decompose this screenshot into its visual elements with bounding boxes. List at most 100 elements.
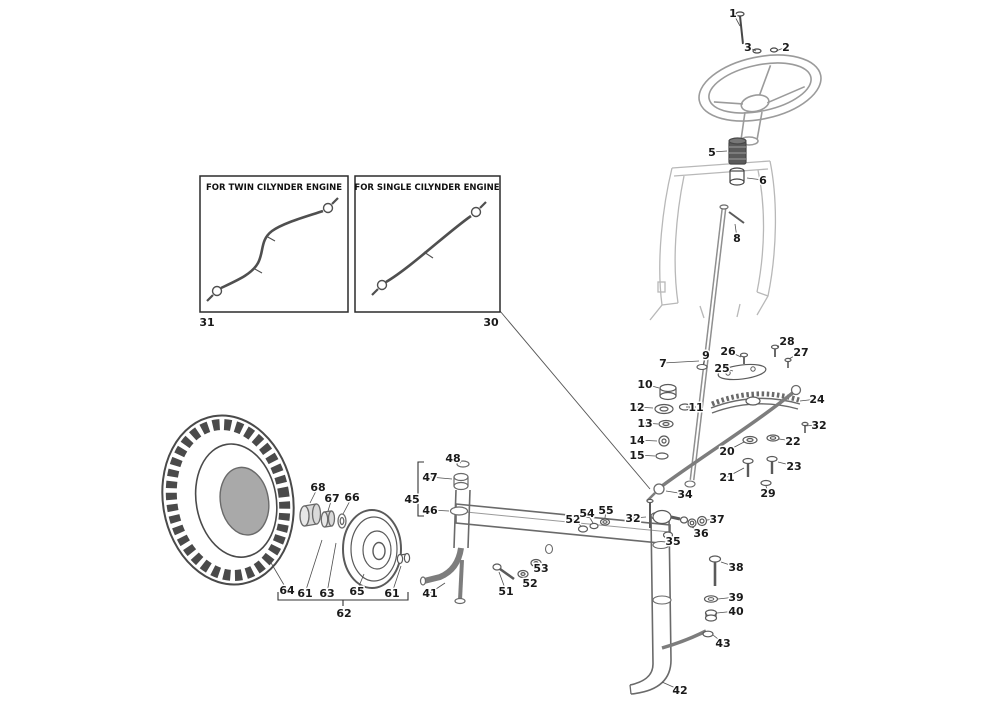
leader-line <box>702 354 707 366</box>
part-number-label: 7 <box>659 357 667 370</box>
inset-twin-part-number: 31 <box>199 316 214 329</box>
part-number-label: 5 <box>708 146 716 159</box>
leader-line <box>717 596 737 600</box>
part-number-label: 61 <box>297 587 312 600</box>
leader-line <box>636 439 658 442</box>
part-number-label: 43 <box>715 637 730 650</box>
leader-line <box>309 486 319 504</box>
part-number-label: 64 <box>279 584 295 597</box>
leader-line <box>326 542 337 594</box>
leader-line <box>304 539 323 594</box>
part-number-label: 52 <box>565 513 580 526</box>
part-number-label: 12 <box>629 401 644 414</box>
leader-line <box>342 496 353 515</box>
part-number-label: 15 <box>629 449 644 462</box>
part-number-label: 42 <box>672 684 687 697</box>
leader-line <box>721 367 734 372</box>
leader-line <box>775 46 787 52</box>
part-number-label: 41 <box>422 587 437 600</box>
part-number-label: 68 <box>310 481 325 494</box>
leader-line <box>776 340 788 348</box>
leader-line <box>746 177 764 181</box>
part-number-label: 55 <box>598 504 613 517</box>
column-washers-drawing <box>654 383 692 460</box>
part-number-label: 21 <box>719 471 734 484</box>
leader-line <box>765 485 769 494</box>
inset-twin-title: FOR TWIN CILYNDER ENGINE <box>206 183 342 193</box>
leader-line <box>604 509 607 519</box>
part-number-label: 6 <box>759 174 767 187</box>
part-number-label: 45 <box>404 493 419 506</box>
part-number-label: 67 <box>324 492 339 505</box>
part-number-label: 26 <box>720 345 736 358</box>
leader-line <box>498 571 507 592</box>
inset-box-twin: FOR TWIN CILYNDER ENGINE 31 <box>198 175 349 331</box>
part-number-label: 39 <box>728 591 743 604</box>
part-number-label: 32 <box>625 512 640 525</box>
leader-line <box>452 457 462 464</box>
part-number-label: 3 <box>744 41 752 54</box>
steering-shaft-drawing <box>684 204 745 488</box>
leader-line <box>803 424 820 427</box>
wheel-rim-drawing <box>342 509 411 589</box>
part-number-label: 13 <box>637 417 652 430</box>
leader-line <box>665 490 686 495</box>
leader-line <box>732 12 741 27</box>
part-number-label: 25 <box>714 362 729 375</box>
part-number-label: 2 <box>782 41 790 54</box>
leader-line <box>327 497 333 512</box>
leader-line <box>691 526 702 534</box>
part-number-label: 35 <box>665 535 680 548</box>
leader-line <box>632 516 647 519</box>
part-number-label: 23 <box>786 460 801 473</box>
part-number-label: 24 <box>809 393 825 406</box>
part-number-label: 34 <box>677 488 693 501</box>
part-number-label: 32 <box>811 419 826 432</box>
leader-line <box>644 383 660 389</box>
leader-line <box>799 398 818 402</box>
part-number-label: 20 <box>719 445 735 458</box>
part-number-label: 14 <box>629 434 645 447</box>
leader-line <box>711 150 728 153</box>
leader-line <box>712 634 724 644</box>
part-number-label: 63 <box>319 587 334 600</box>
part-number-label: 40 <box>728 605 744 618</box>
part-number-label: 47 <box>422 471 437 484</box>
part-number-label: 48 <box>445 452 460 465</box>
twin-rod-drawing <box>206 197 339 302</box>
leader-line <box>720 561 737 568</box>
inset-single-part-number: 30 <box>483 316 499 329</box>
part-number-label: 8 <box>733 232 741 245</box>
leader-line <box>662 360 700 364</box>
leader-line <box>523 576 531 584</box>
tie-rod-end-drawing <box>646 498 708 539</box>
leader-line <box>726 467 745 478</box>
leader-line <box>429 582 446 594</box>
leader-line <box>788 351 802 360</box>
leader-line <box>727 350 742 358</box>
leader-line <box>266 555 288 591</box>
leader-line <box>429 509 450 512</box>
group-brackets-drawing <box>277 310 651 606</box>
right-fasteners-drawing <box>739 344 809 487</box>
leader-line <box>636 406 654 409</box>
part-number-label: 62 <box>336 607 351 620</box>
part-number-label: 46 <box>422 504 438 517</box>
part-number-label: 29 <box>760 487 775 500</box>
leader-line <box>667 535 674 542</box>
part-number-label: 22 <box>785 435 800 448</box>
leader-line <box>536 565 542 569</box>
part-number-label: 11 <box>688 401 703 414</box>
leader-line <box>391 565 402 594</box>
small-hardware-drawing <box>492 518 611 581</box>
tire-drawing <box>161 414 295 586</box>
part-number-label: 53 <box>533 562 548 575</box>
inset-box-single: FOR SINGLE CILYNDER ENGINE 30 <box>354 175 501 331</box>
leader-line <box>636 454 656 457</box>
pivot-bolt-drawing <box>661 555 722 650</box>
leader-lines-layer <box>266 12 820 691</box>
part-number-label: 65 <box>349 585 364 598</box>
leader-line <box>644 422 659 425</box>
drag-link-drawing <box>646 384 802 502</box>
